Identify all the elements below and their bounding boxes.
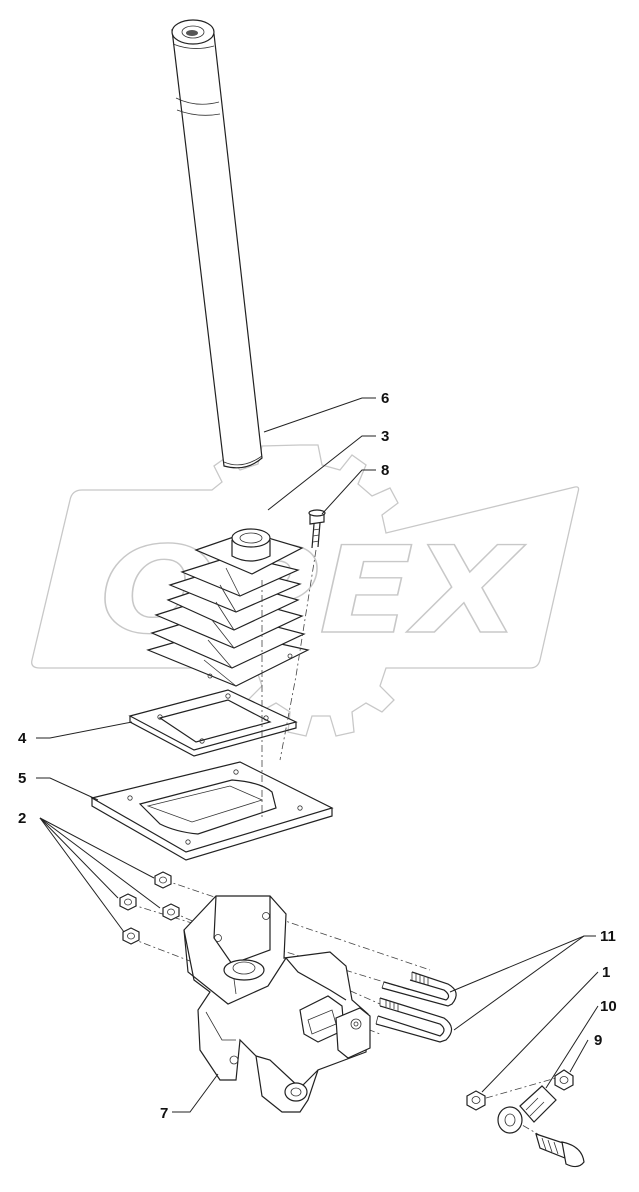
watermark-text: OPEX <box>100 522 526 661</box>
part-9-nut <box>554 1069 574 1091</box>
callout-11: 11 <box>600 928 616 945</box>
callout-1: 1 <box>602 964 610 981</box>
leader-lines <box>36 397 599 1113</box>
callout-2: 2 <box>18 810 26 827</box>
part-1-nut <box>466 1090 486 1111</box>
part-7-bracket <box>183 895 371 1113</box>
part-8-screw <box>308 509 326 549</box>
callout-9: 9 <box>594 1032 602 1049</box>
callout-10: 10 <box>600 998 617 1015</box>
callout-6: 6 <box>381 390 389 407</box>
part-11-u-bolts <box>375 971 457 1043</box>
callout-3: 3 <box>381 428 389 445</box>
part-2-nuts <box>119 871 180 945</box>
watermark-logo: OPEX <box>31 444 580 737</box>
part-6-lever-tube <box>171 19 263 469</box>
callout-7: 7 <box>160 1105 168 1122</box>
callout-labels: 6 3 8 4 5 2 7 11 1 10 9 <box>18 390 617 1122</box>
part-4-gasket <box>128 689 298 757</box>
callout-4: 4 <box>18 730 27 747</box>
callout-8: 8 <box>381 462 389 479</box>
part-5-plate <box>90 761 334 861</box>
part-3-rubber-boot <box>146 528 310 687</box>
callout-5: 5 <box>18 770 26 787</box>
part-10-rod-end <box>497 1085 585 1168</box>
